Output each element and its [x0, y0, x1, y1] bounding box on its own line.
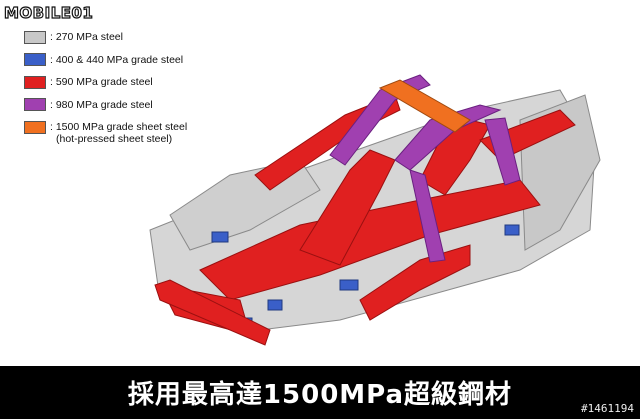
legend-row-1500: : 1500 MPa grade sheet steel [24, 116, 187, 139]
swatch-270 [24, 30, 46, 44]
orange-structure [378, 79, 471, 133]
legend-note: (hot-pressed sheet steel) [56, 132, 173, 145]
image-frame: MOBILE01 [0, 0, 640, 366]
legend-label-1500: : 1500 MPa grade sheet steel [50, 121, 188, 134]
front-bumper-beam [154, 279, 271, 346]
image-id-watermark: #1461194 [581, 402, 634, 415]
swatch-400-440 [24, 53, 46, 67]
legend-row-590: : 590 MPa grade steel [24, 71, 187, 94]
steel-grade-legend: : 270 MPa steel : 400 & 440 MPa grade st… [24, 26, 187, 145]
legend-row-270: : 270 MPa steel [24, 26, 187, 49]
caption: 採用最高達1500MPa超級鋼材 [127, 380, 513, 410]
legend-row-400-440: : 400 & 440 MPa grade steel [24, 49, 187, 72]
legend-label-590: : 590 MPa grade steel [50, 76, 153, 89]
legend-label-270: : 270 MPa steel [50, 31, 123, 44]
site-logo[interactable]: MOBILE01 [3, 2, 94, 24]
swatch-1500 [24, 120, 46, 134]
swatch-980 [24, 98, 46, 112]
legend-label-980: : 980 MPa grade steel [50, 98, 153, 111]
car-body-illustration [149, 74, 601, 346]
legend-row-980: : 980 MPa grade steel [24, 94, 187, 117]
swatch-590 [24, 75, 46, 89]
logo-text: MOBILE01 [3, 3, 94, 22]
legend-label-400-440: : 400 & 440 MPa grade steel [50, 53, 184, 66]
purple-structure [329, 74, 521, 263]
